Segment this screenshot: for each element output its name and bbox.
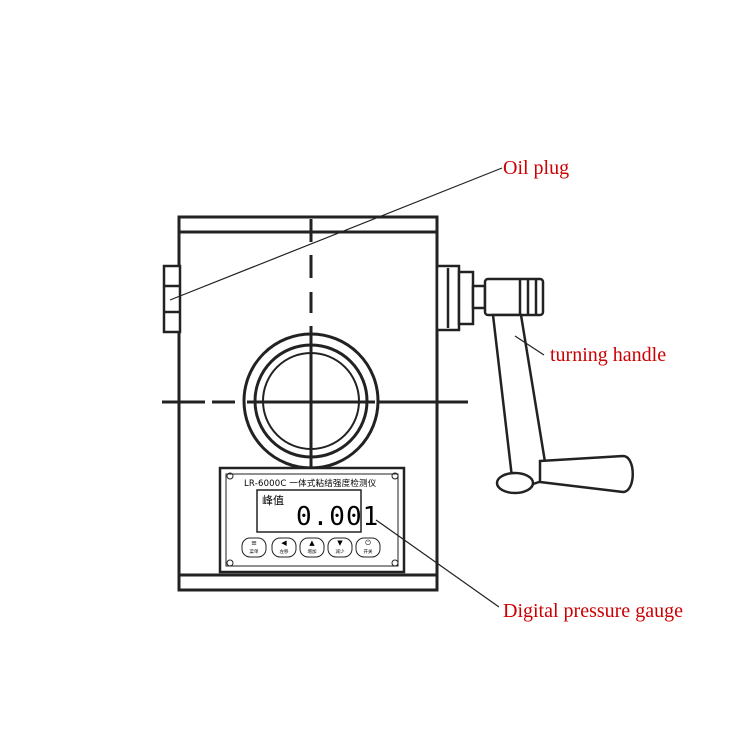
key-symbol-up: ▲ [309,539,315,547]
lcd-screen [256,489,362,533]
key-up[interactable] [299,537,325,558]
callout-pressure-gauge: Digital pressure gauge [503,600,683,622]
key-menu[interactable] [241,537,267,558]
turning-handle [483,277,634,495]
key-label-left: 左移 [279,550,289,555]
key-label-up: 增加 [307,550,317,555]
handle-coupling [435,264,487,332]
key-symbol-menu: ≡ [251,539,257,547]
leader-lines [169,167,545,608]
oil-plug-leader [169,167,503,301]
key-symbol-left: ◀ [281,539,287,547]
key-label-menu: 菜单 [249,550,259,555]
turning-handle-leader [514,335,545,356]
key-symbol-power: ⏻ [365,539,371,547]
gauge-panel [218,466,406,574]
lcd-peak-label: 峰值 [262,494,284,507]
key-down[interactable] [327,537,353,558]
callout-turning-handle: turning handle [550,344,667,366]
lcd-value: 0.001 [296,502,380,532]
pressure-gauge-leader [375,519,500,608]
callout-oil-plug: Oil plug [503,157,570,179]
test-port [242,332,380,470]
gauge-model-title: LR-6000C 一体式粘结强度检测仪 [244,479,377,489]
key-label-down: 减少 [335,550,345,555]
key-label-power: 开关 [363,550,373,555]
key-left[interactable] [271,537,297,558]
key-power[interactable] [355,537,381,558]
key-symbol-down: ▼ [337,539,343,547]
